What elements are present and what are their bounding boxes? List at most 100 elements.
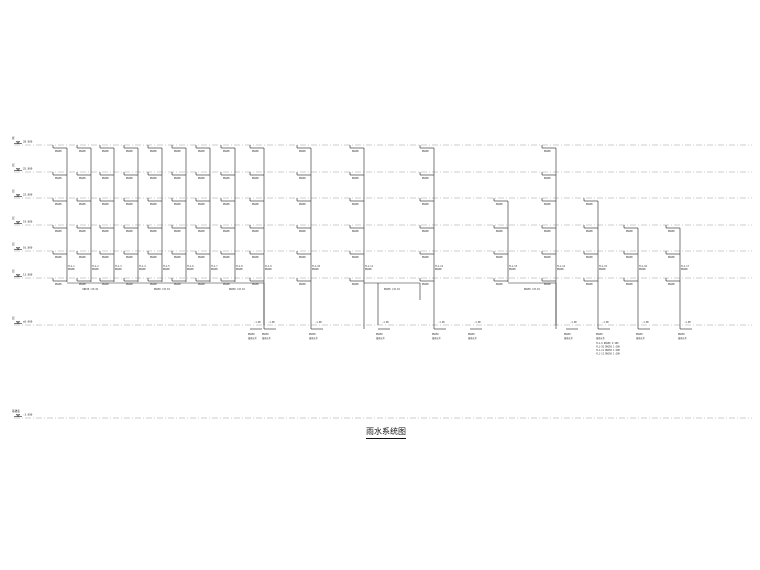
pipe-size-label: DN100 xyxy=(352,203,359,206)
outlet-size-label: DN150 xyxy=(262,333,269,336)
outlet-size-label: DN150 xyxy=(468,333,475,336)
pipe-size-label: DN100 xyxy=(496,230,503,233)
floor-name-label: 屋 xyxy=(12,136,15,140)
riser-size-label: DN100 xyxy=(211,268,218,271)
riser-size-label: DN100 xyxy=(312,268,319,271)
outlet-elevation: -1.00 xyxy=(382,321,389,324)
outlet-label: 接雨水井 xyxy=(432,336,442,340)
pipe-size-label: DN100 xyxy=(299,283,306,286)
pipe-size-label: DN100 xyxy=(223,230,230,233)
collector-label: DN150 i=0.01 xyxy=(384,288,400,291)
elevation-triangle xyxy=(15,194,21,197)
pipe-size-label: DN100 xyxy=(299,150,306,153)
floor-elevation-label: 13.800 xyxy=(23,273,33,277)
pipe-size-label: DN100 xyxy=(352,256,359,259)
riser-size-label: DN100 xyxy=(265,268,272,271)
floor-elevation-label: 28.800 xyxy=(23,140,33,144)
riser-size-label: DN100 xyxy=(236,268,243,271)
pipe-size-label: DN100 xyxy=(55,283,62,286)
pipe-size-label: DN100 xyxy=(252,230,259,233)
elevation-triangle xyxy=(15,414,21,417)
pipe-size-label: DN100 xyxy=(422,230,429,233)
outlet-elevation: -1.00 xyxy=(570,321,577,324)
pipe-size-label: DN100 xyxy=(422,150,429,153)
outlet-elevation: -1.00 xyxy=(254,321,261,324)
outlet-elevation: -1.00 xyxy=(602,321,609,324)
riser-size-label: DN100 xyxy=(187,268,194,271)
pipe-size-label: DN100 xyxy=(544,256,551,259)
pipe-size-label: DN100 xyxy=(174,203,181,206)
elevation-triangle xyxy=(15,274,21,277)
note-text: YL1-10 DN150 1:100 xyxy=(596,346,620,349)
floor-name-label: 层 xyxy=(12,163,15,167)
pipe-size-label: DN100 xyxy=(496,203,503,206)
outlet-size-label: DN150 xyxy=(432,333,439,336)
pipe-size-label: DN100 xyxy=(79,230,86,233)
pipe-size-label: DN100 xyxy=(79,177,86,180)
outlet-label: 接雨水井 xyxy=(468,336,478,340)
pipe-size-label: DN100 xyxy=(544,230,551,233)
pipe-size-label: DN100 xyxy=(79,203,86,206)
riser-tag: YL1-8 xyxy=(236,265,243,268)
outlet-label: 接雨水井 xyxy=(376,336,386,340)
pipe-size-label: DN100 xyxy=(544,283,551,286)
riser-size-label: DN100 xyxy=(681,268,688,271)
pipe-size-label: DN100 xyxy=(198,256,205,259)
riser-tag: YL1-10 xyxy=(312,265,321,268)
riser-size-label: DN100 xyxy=(139,268,146,271)
pipe-size-label: DN100 xyxy=(102,150,109,153)
pipe-size-label: DN100 xyxy=(126,150,133,153)
riser-size-label: DN100 xyxy=(599,268,606,271)
riser-size-label: DN100 xyxy=(639,268,646,271)
pipe-size-label: DN100 xyxy=(223,283,230,286)
pipe-size-label: DN100 xyxy=(586,256,593,259)
collector-label: DN150 i=0.01 xyxy=(83,288,99,291)
elevation-triangle xyxy=(15,141,21,144)
pipe-size-label: DN100 xyxy=(352,283,359,286)
pipe-size-label: DN100 xyxy=(150,283,157,286)
outlet-label: 接雨水井 xyxy=(262,336,272,340)
pipe-size-label: DN100 xyxy=(422,256,429,259)
riser-tag: YL1-16 xyxy=(639,265,648,268)
pipe-size-label: DN100 xyxy=(174,177,181,180)
pipe-size-label: DN100 xyxy=(55,256,62,259)
pipe-size-label: DN100 xyxy=(586,203,593,206)
outlet-elevation: -1.00 xyxy=(268,321,275,324)
pipe-size-label: DN100 xyxy=(150,230,157,233)
floor-elevation-label: -3.000 xyxy=(23,413,33,417)
outlet-elevation: -1.00 xyxy=(474,321,481,324)
riser-tag: YL1-12 xyxy=(435,265,444,268)
pipe-size-label: DN100 xyxy=(198,283,205,286)
riser-size-label: DN100 xyxy=(509,268,516,271)
pipe-size-label: DN100 xyxy=(352,177,359,180)
pipe-size-label: DN100 xyxy=(496,256,503,259)
floor-name-label: 层 xyxy=(12,316,15,320)
pipe-size-label: DN100 xyxy=(102,283,109,286)
outlet-size-label: DN150 xyxy=(376,333,383,336)
pipe-size-label: DN100 xyxy=(544,150,551,153)
note-text: YL1-11 DN150 1:100 xyxy=(596,349,620,352)
outlet-size-label: DN150 xyxy=(564,333,571,336)
pipe-size-label: DN100 xyxy=(626,230,633,233)
pipe-size-label: DN100 xyxy=(55,203,62,206)
pipe-size-label: DN100 xyxy=(586,283,593,286)
pipe-size-label: DN100 xyxy=(626,283,633,286)
pipe-size-label: DN100 xyxy=(126,283,133,286)
pipe-size-label: DN100 xyxy=(223,256,230,259)
elevation-triangle xyxy=(15,247,21,250)
floor-name-label: 层 xyxy=(12,189,15,193)
pipe-size-label: DN100 xyxy=(150,177,157,180)
riser-tag: YL1-3 xyxy=(115,265,122,268)
pipe-size-label: DN100 xyxy=(496,283,503,286)
pipe-size-label: DN100 xyxy=(102,177,109,180)
pipe-size-label: DN100 xyxy=(299,203,306,206)
pipe-size-label: DN100 xyxy=(55,177,62,180)
pipe-size-label: DN100 xyxy=(668,256,675,259)
riser-size-label: DN100 xyxy=(435,268,442,271)
outlet-elevation: -1.00 xyxy=(684,321,691,324)
pipe-size-label: DN100 xyxy=(668,283,675,286)
pipe-size-label: DN100 xyxy=(174,230,181,233)
pipe-size-label: DN100 xyxy=(422,177,429,180)
riser-tag: YL1-4 xyxy=(139,265,146,268)
